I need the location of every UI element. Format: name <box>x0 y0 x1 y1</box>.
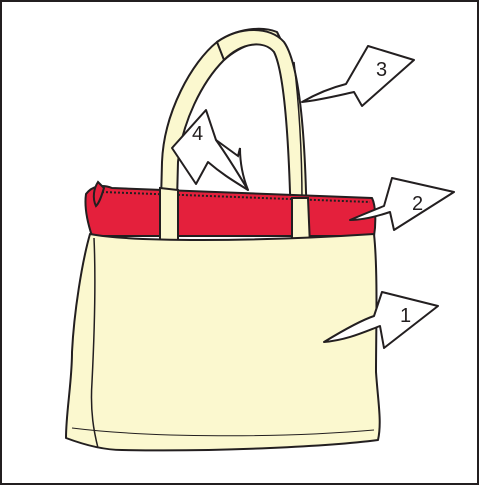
callout-3-number: 3 <box>376 59 387 81</box>
bag-body <box>66 234 380 450</box>
callout-2-number: 2 <box>412 193 423 215</box>
callout-3: 3 <box>302 46 414 106</box>
callout-1-number: 1 <box>400 305 411 327</box>
zipper-band <box>85 182 375 236</box>
callout-4-number: 4 <box>192 123 203 145</box>
